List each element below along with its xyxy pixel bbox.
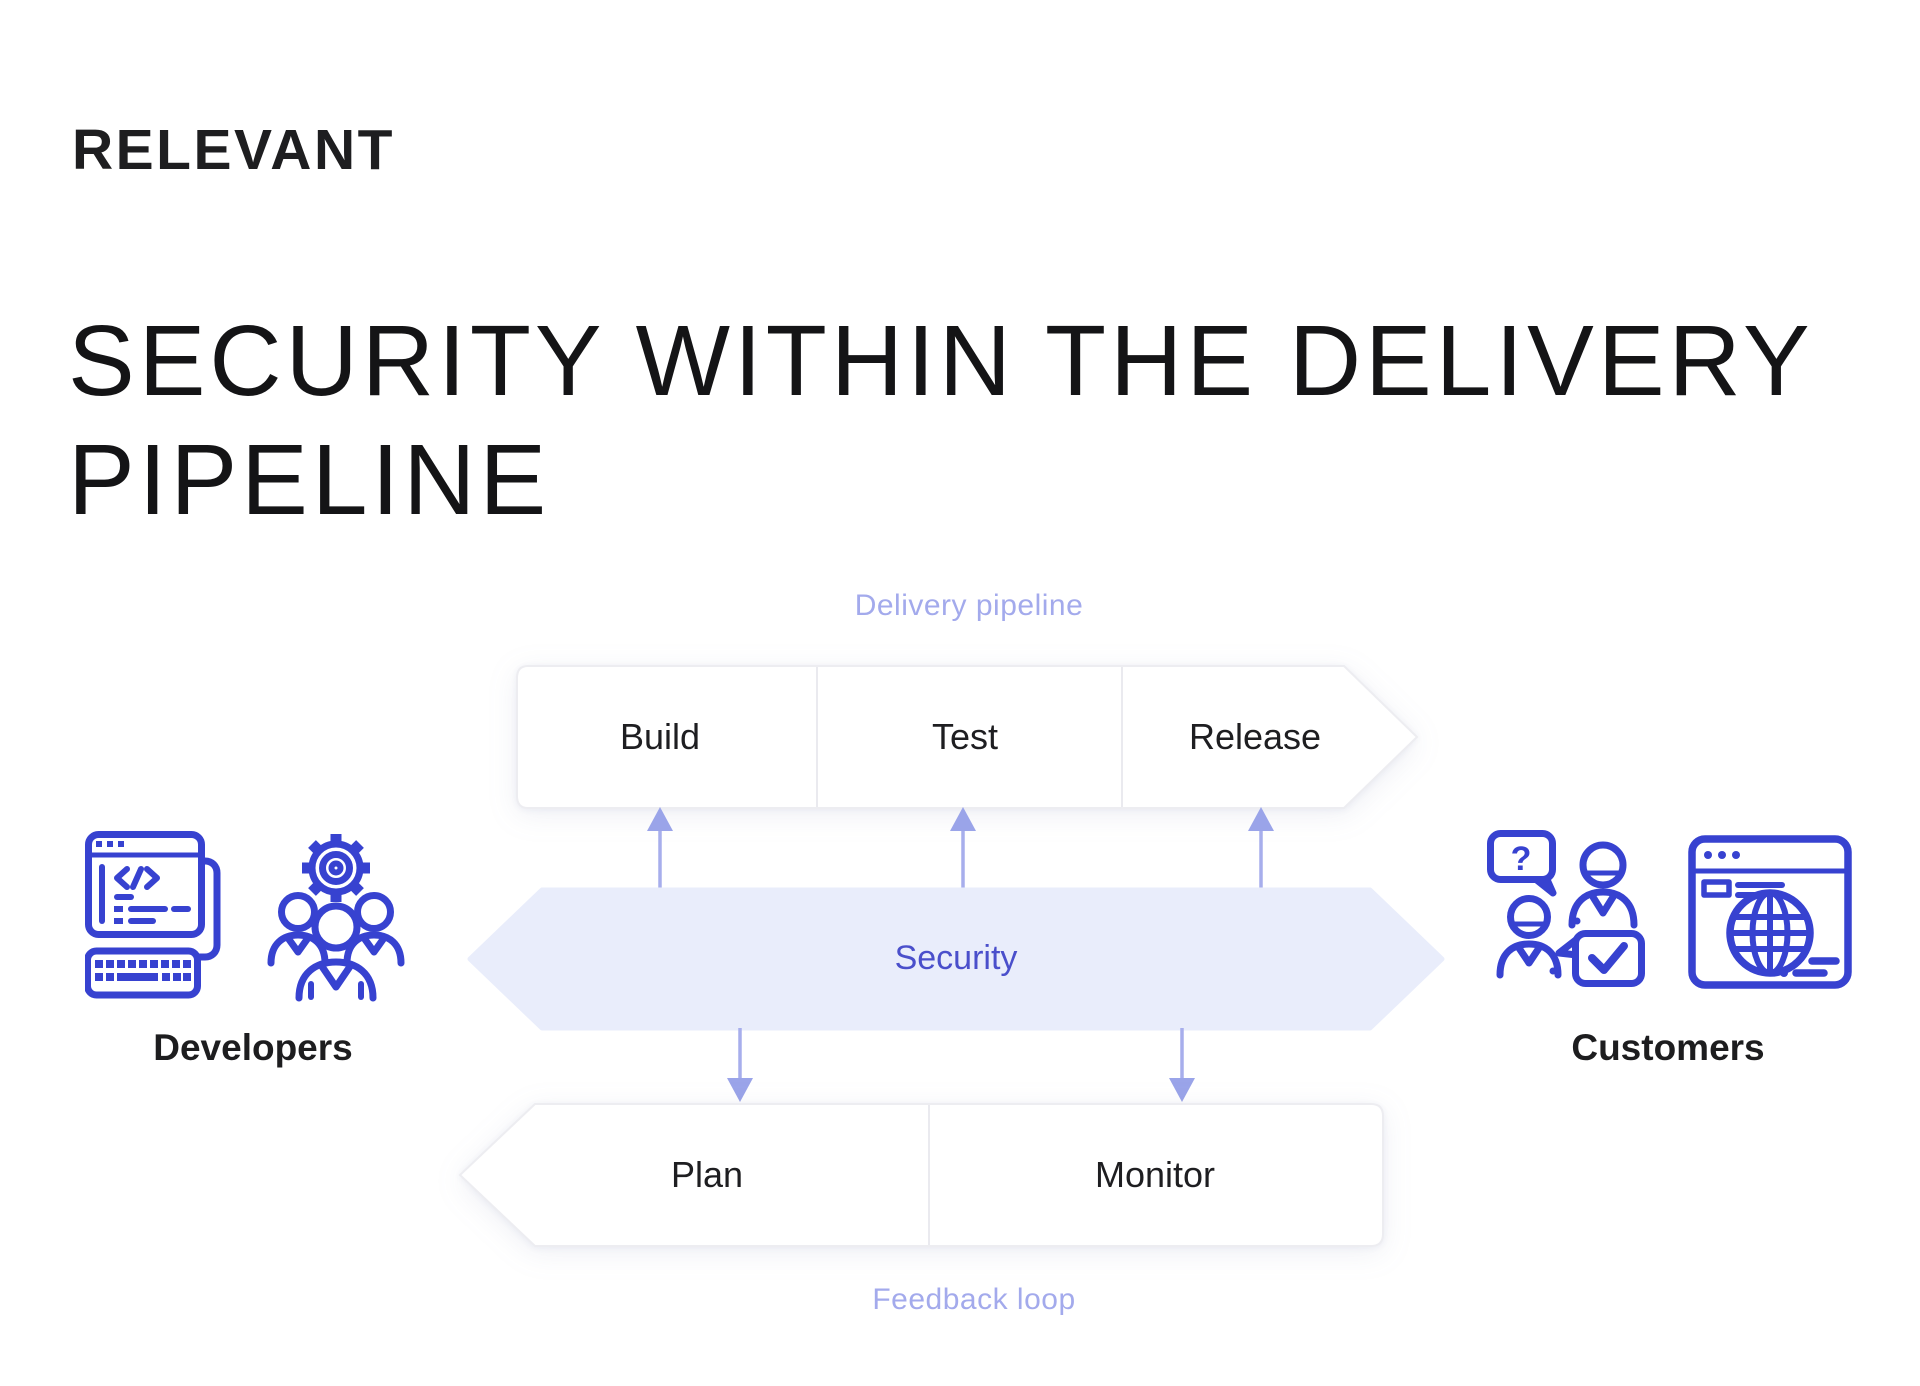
security-band: [467, 887, 1445, 1031]
customer-chat-icon: ?: [1487, 830, 1645, 987]
question-mark-glyph: ?: [1511, 840, 1532, 878]
developer-workstation-icon: [85, 831, 221, 999]
website-globe-icon: [1688, 835, 1852, 989]
brand-logo: RELEVANT: [72, 118, 395, 182]
stage-build: Build: [619, 716, 701, 757]
page-title-line1: SECURITY WITHIN THE DELIVERY: [68, 305, 1814, 417]
customers-label: Customers: [1571, 1027, 1765, 1068]
feedback-loop-bar: [458, 1103, 1384, 1247]
team-gear-icon: [267, 834, 405, 1002]
stage-plan: Plan: [670, 1154, 744, 1195]
arrow-down-monitor: [1169, 1028, 1195, 1102]
arrow-down-plan: [727, 1028, 753, 1102]
security-label: Security: [894, 939, 1018, 977]
developers-label: Developers: [153, 1027, 353, 1068]
arrow-up-release: [1248, 807, 1274, 891]
arrow-up-test: [950, 807, 976, 891]
stage-monitor: Monitor: [1094, 1154, 1216, 1195]
page-title-line2: PIPELINE: [68, 424, 551, 536]
delivery-pipeline-bar: [516, 665, 1419, 809]
stage-test: Test: [931, 716, 999, 757]
page-title: SECURITY WITHIN THE DELIVERY PIPELINE: [68, 302, 1814, 540]
arrow-up-build: [647, 807, 673, 891]
delivery-pipeline-label: Delivery pipeline: [854, 589, 1084, 622]
stage-release: Release: [1188, 716, 1322, 757]
feedback-loop-label: Feedback loop: [872, 1283, 1076, 1316]
